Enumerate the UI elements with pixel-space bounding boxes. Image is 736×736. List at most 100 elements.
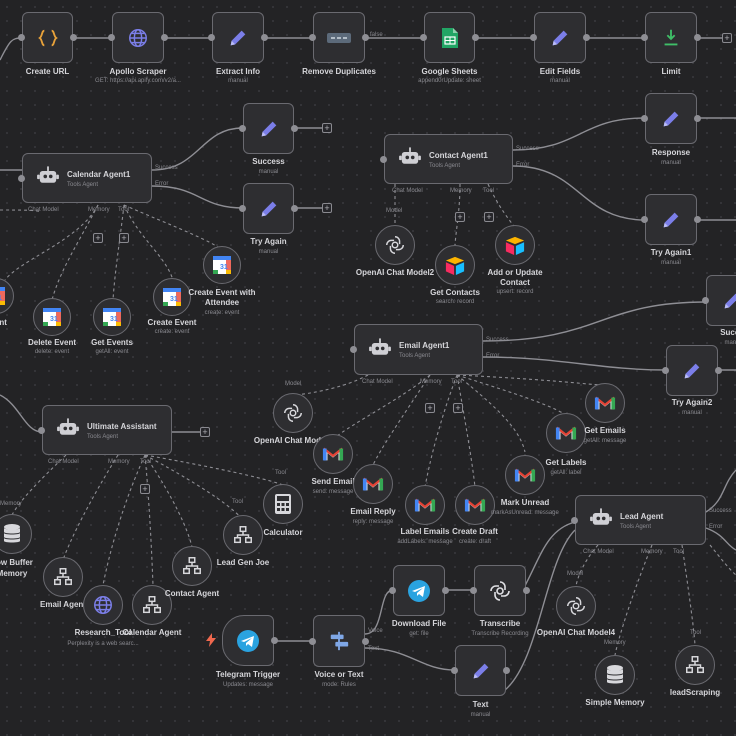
text-input-port[interactable] <box>451 667 458 674</box>
research-node[interactable] <box>83 585 123 625</box>
sheets-input-port[interactable] <box>420 34 427 41</box>
create-url-output-port[interactable] <box>70 34 77 41</box>
transcribe-output-port[interactable] <box>523 587 530 594</box>
send-email-node[interactable] <box>313 434 353 474</box>
lead-scraping-node[interactable] <box>675 645 715 685</box>
contact-add-tool[interactable]: + <box>484 212 494 222</box>
transcribe-node[interactable] <box>474 565 526 616</box>
ult-add-tool[interactable]: + <box>140 484 150 494</box>
calendar-agent-tool-node[interactable] <box>132 585 172 625</box>
try-again-add[interactable]: + <box>322 203 332 213</box>
extract-node[interactable] <box>212 12 264 63</box>
sheets-node[interactable] <box>424 12 475 63</box>
success1-node[interactable] <box>243 103 294 154</box>
try-again2-input-port[interactable] <box>662 367 669 374</box>
response-node[interactable] <box>645 93 697 144</box>
telegram-trigger-node[interactable] <box>222 615 274 666</box>
success-partial-input-port[interactable] <box>702 297 709 304</box>
success1-input-port[interactable] <box>239 125 246 132</box>
remove-dup-node[interactable] <box>313 12 365 63</box>
try-again2-output-port[interactable] <box>715 367 722 374</box>
success-partial-node[interactable] <box>706 275 736 326</box>
get-contacts-node[interactable] <box>435 245 475 285</box>
ultimate-add[interactable]: + <box>200 427 210 437</box>
email-reply-node[interactable] <box>353 464 393 504</box>
create-url-input-port[interactable] <box>18 34 25 41</box>
apollo-input-port[interactable] <box>108 34 115 41</box>
add-after-limit[interactable]: + <box>722 33 732 43</box>
contact-agent-input-port[interactable] <box>380 155 387 163</box>
label-emails-node[interactable] <box>405 485 445 525</box>
voice-or-text-output-port[interactable] <box>362 637 369 645</box>
try-again1-node[interactable] <box>645 194 697 245</box>
mark-unread-node[interactable] <box>505 455 545 495</box>
delete-event-node[interactable]: 31 <box>33 298 71 336</box>
voice-or-text-input-port[interactable] <box>309 637 316 645</box>
transcribe-input-port[interactable] <box>470 587 477 594</box>
response-output-port[interactable] <box>694 115 701 122</box>
text-output-port[interactable] <box>503 667 510 674</box>
email-agent-tool-node[interactable] <box>43 557 83 597</box>
try-again-input-port[interactable] <box>239 205 246 212</box>
telegram-trigger-output-port[interactable] <box>271 637 278 644</box>
response-input-port[interactable] <box>641 115 648 122</box>
success1-output-port[interactable] <box>291 125 298 132</box>
try-again2-node[interactable] <box>666 345 718 396</box>
apollo-node[interactable] <box>112 12 164 63</box>
limit-node[interactable] <box>645 12 697 63</box>
create-event-node[interactable]: 31 <box>153 278 191 316</box>
add-update-node[interactable] <box>495 225 535 265</box>
text-node[interactable] <box>455 645 506 696</box>
create-url-node[interactable] <box>22 12 73 63</box>
create-draft-node[interactable] <box>455 485 495 525</box>
limit-output-port[interactable] <box>694 34 701 41</box>
openai3-node[interactable] <box>273 393 313 433</box>
get-events-node[interactable]: 31 <box>93 298 131 336</box>
download-file-input-port[interactable] <box>389 587 396 594</box>
calendar-agent-input-port[interactable] <box>18 174 25 182</box>
try-again-node[interactable] <box>243 183 294 234</box>
sheets-output-port[interactable] <box>472 34 479 41</box>
calculator-node[interactable] <box>263 484 303 524</box>
lead-gen-node[interactable] <box>223 515 263 555</box>
contact-agent-tool-node[interactable] <box>172 546 212 586</box>
edit-fields-output-port[interactable] <box>583 34 590 41</box>
remove-dup-output-port[interactable] <box>362 34 369 41</box>
edit-fields-input-port[interactable] <box>530 34 537 41</box>
create-event-att-node[interactable]: 31 <box>203 246 241 284</box>
try-again-output-port[interactable] <box>291 205 298 212</box>
remove-dup-input-port[interactable] <box>309 34 316 41</box>
lead-agent-input-port[interactable] <box>571 516 578 524</box>
openai4-node[interactable] <box>556 586 596 626</box>
voice-or-text-node[interactable] <box>313 615 365 667</box>
window-memory-node[interactable] <box>0 514 32 554</box>
apollo-output-port[interactable] <box>161 34 168 41</box>
get-labels-node[interactable] <box>546 413 586 453</box>
ultimate-input-port[interactable] <box>38 426 45 434</box>
contact-add-memory[interactable]: + <box>455 212 465 222</box>
cal-add-tool[interactable]: + <box>119 233 129 243</box>
limit-input-port[interactable] <box>641 34 648 41</box>
email-add-tool[interactable]: + <box>453 403 463 413</box>
try-again1-output-port[interactable] <box>694 216 701 223</box>
edit-fields-node[interactable] <box>534 12 586 63</box>
email-add-memory[interactable]: + <box>425 403 435 413</box>
email-agent-input-port[interactable] <box>350 346 357 353</box>
try-again1-input-port[interactable] <box>641 216 648 223</box>
openai2-node[interactable] <box>375 225 415 265</box>
download-file-output-port[interactable] <box>442 587 449 594</box>
extract-input-port[interactable] <box>208 34 215 41</box>
get-emails-node[interactable] <box>585 383 625 423</box>
pencil-icon <box>227 27 249 49</box>
download-file-node[interactable] <box>393 565 445 616</box>
simple-memory-node[interactable] <box>595 655 635 695</box>
extract-output-port[interactable] <box>261 34 268 41</box>
success1-add[interactable]: + <box>322 123 332 133</box>
cal-add-memory[interactable]: + <box>93 233 103 243</box>
